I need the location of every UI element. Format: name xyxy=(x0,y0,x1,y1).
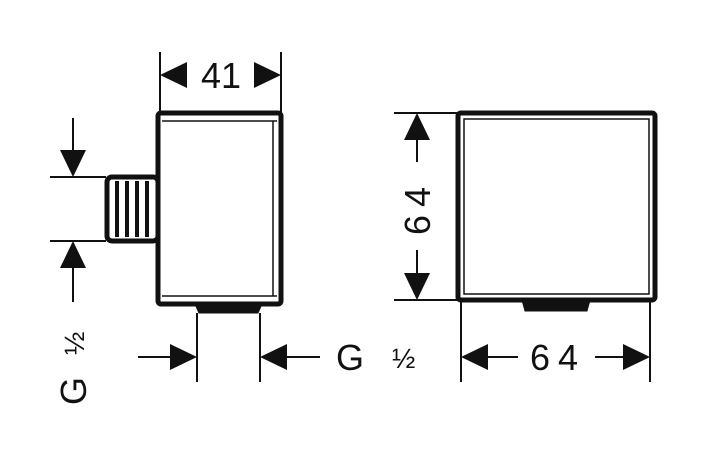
front-outlet-nub xyxy=(521,299,591,312)
dimension-41 xyxy=(159,52,282,113)
outlet-thread-fraction: ½ xyxy=(392,343,415,374)
inlet-thread xyxy=(104,174,161,244)
front-width-label: 64 xyxy=(530,337,586,378)
inlet-thread-letter: G xyxy=(53,377,94,405)
dimension-outlet-thread xyxy=(138,313,320,382)
dimension-inlet-thread xyxy=(50,118,106,302)
side-outlet-nub xyxy=(194,303,263,314)
front-height-label: 64 xyxy=(397,179,438,235)
dimension-64-height xyxy=(394,112,458,301)
outlet-thread-letter: G xyxy=(336,337,364,378)
inlet-thread-fraction: ½ xyxy=(59,332,90,355)
dimension-64-width xyxy=(460,300,651,382)
side-width-label: 41 xyxy=(201,55,241,96)
front-view-body xyxy=(455,110,658,303)
side-view-body xyxy=(155,110,284,307)
